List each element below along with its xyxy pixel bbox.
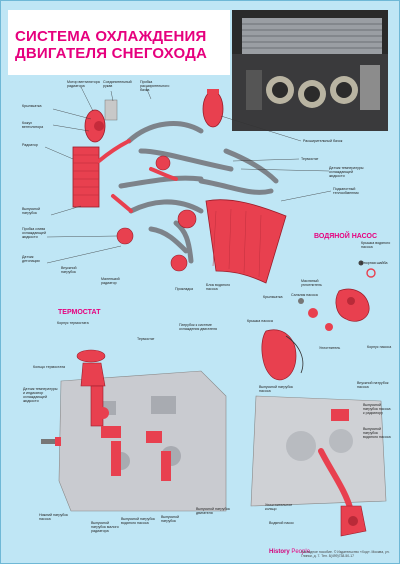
label-inlet-hose: Выпускной патрубок водяного насоса bbox=[121, 517, 155, 525]
title-box bbox=[8, 10, 230, 75]
brand-logo: History People bbox=[269, 549, 310, 555]
title-line-1: СИСТЕМА ОХЛАЖДЕНИЯ bbox=[15, 28, 207, 45]
label-main-outlet: Выпускной патрубок bbox=[161, 515, 180, 523]
poster-title: СИСТЕМА ОХЛАЖДЕНИЯ ДВИГАТЕЛЯ СНЕГОХОДА bbox=[15, 28, 230, 62]
label-small-radiator: Маленький радиатор bbox=[101, 277, 120, 285]
brand-word-1: History bbox=[269, 549, 290, 555]
label-thermostat-housing: Корпус термостата bbox=[57, 321, 89, 325]
label-pump-impeller: Крыльчатка bbox=[263, 295, 283, 299]
footer-note: Наглядное пособие. © Издательство «Ход».… bbox=[301, 550, 390, 558]
label-connecting-hose: Соединительный рукав bbox=[103, 80, 132, 88]
label-radiator: Радиатор bbox=[22, 143, 38, 147]
label-pump-pipe-2: Впускной патрубок насоса bbox=[357, 381, 389, 389]
title-line-2: ДВИГАТЕЛЯ СНЕГОХОДА bbox=[15, 45, 208, 62]
section-water-pump: ВОДЯНОЙ НАСОС bbox=[314, 233, 378, 240]
label-inlet-pipe: Впускной патрубок bbox=[61, 266, 77, 274]
label-spacer-ring: Сальник насоса bbox=[291, 293, 318, 297]
label-hose-to-engine: Выпускной патрубок двигателя bbox=[196, 507, 230, 515]
label-thrust-washer: Опорная шайба bbox=[361, 261, 388, 265]
pump-exploded bbox=[298, 260, 376, 331]
label-pump-body: Корпус насоса bbox=[367, 345, 392, 349]
label-sensor-side: Датчик температуры и индикатор охлаждающ… bbox=[23, 387, 58, 403]
label-pump-block: Блок водяного насоса bbox=[206, 283, 231, 291]
label-seal-ring: Уплотнитель bbox=[319, 346, 341, 350]
label-pump-lower-pipe: Нижний патрубок насоса bbox=[39, 513, 68, 521]
label-pump-cover: Крышка водяного насоса bbox=[361, 241, 391, 249]
label-heat-exchanger: Подкапотный теплообменник bbox=[333, 187, 359, 195]
engine-photo-illustration bbox=[232, 10, 388, 131]
label-drain-plug: Пробка слива охлаждающей жидкости bbox=[22, 227, 46, 239]
label-expansion-tank: Расширительный бачок bbox=[303, 139, 343, 143]
radiator-shape bbox=[72, 146, 100, 208]
brand-word-2: People bbox=[291, 549, 311, 555]
label-thermostat-mid: Термостат bbox=[137, 337, 155, 341]
label-thermostat-ring: Кольцо термостата bbox=[33, 365, 65, 369]
label-bypass-pipe: Патрубок к системе охлаждения двигателя bbox=[179, 323, 217, 331]
label-small-ring: Уплотнительное кольцо bbox=[265, 503, 293, 511]
section-thermostat: ТЕРМОСТАТ bbox=[58, 309, 101, 316]
label-fan-motor: Мотор вентилятора радиатора bbox=[67, 80, 100, 88]
label-impeller: Крыльчатка bbox=[22, 104, 42, 108]
label-pump-cover-2: Крышка насоса bbox=[247, 319, 273, 323]
label-pump-pipe-3: Выпускной патрубок насоса к радиатору bbox=[363, 403, 391, 415]
label-expansion-plug: Пробка расширительного бачка bbox=[140, 80, 170, 92]
label-pump-pipe-4: Выпускной патрубок водяного насоса bbox=[363, 427, 391, 439]
label-pump-pipe-1: Выпускной патрубок насоса bbox=[259, 385, 293, 393]
label-water-pump: Водяной насос bbox=[269, 521, 294, 525]
label-outlet-pipe: Выпускной патрубок bbox=[22, 207, 41, 215]
engine-photo bbox=[232, 10, 388, 131]
label-thermostat-top: Термостат bbox=[301, 157, 319, 161]
hoses bbox=[118, 121, 279, 264]
label-gasket: Прокладка bbox=[175, 287, 194, 291]
label-temp-sensor: Датчик температуры охлаждающей жидкости bbox=[329, 166, 364, 178]
label-fan-housing: Кожух вентилятора bbox=[22, 121, 44, 129]
heat-exchanger-plate bbox=[205, 199, 287, 284]
label-small-radiator-pipe: Выпускной патрубок малого радиатора bbox=[91, 521, 119, 533]
label-oil-seal: Масляный уплотнитель bbox=[301, 279, 322, 287]
label-detonation-sensor: Датчик детонации bbox=[22, 255, 40, 263]
